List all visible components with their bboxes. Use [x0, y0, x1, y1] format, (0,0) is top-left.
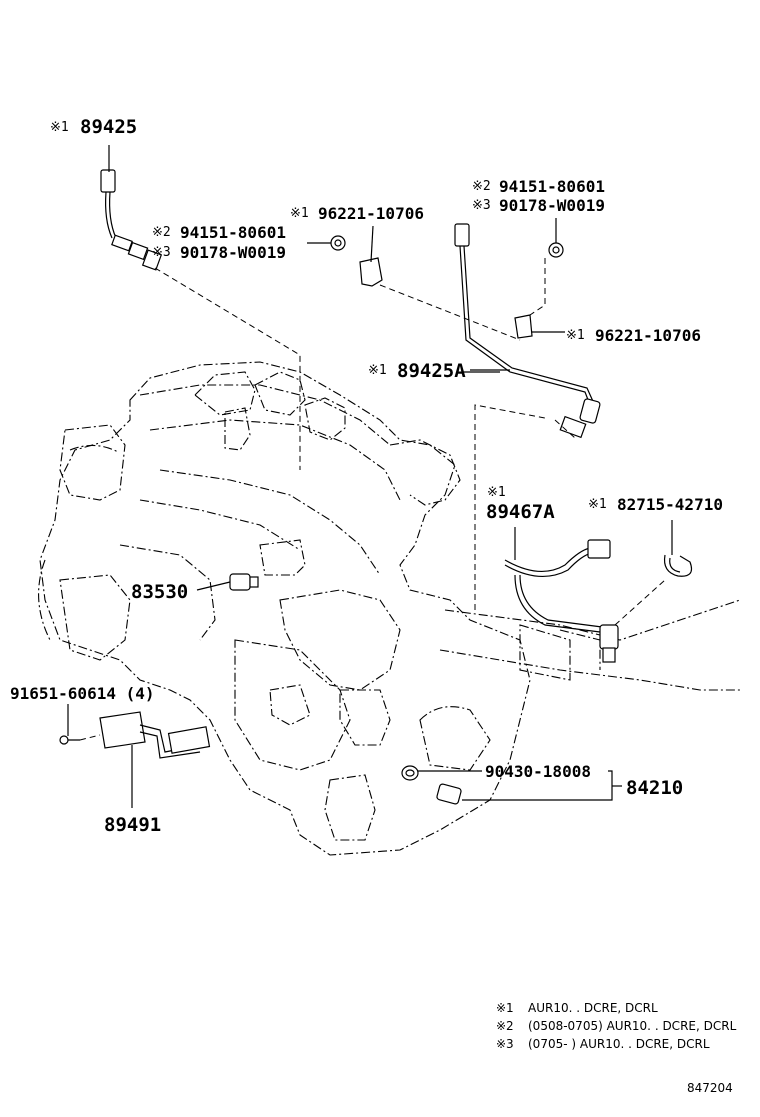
svg-text:94151-80601: 94151-80601: [499, 177, 605, 196]
label-90178-left: ※3 90178-W0019: [152, 243, 286, 262]
applicability-notes: ※1 AUR10. . DCRE, DCRL ※2 (0508-0705) AU…: [496, 1001, 737, 1051]
nut-and-bracket-right: [514, 218, 565, 339]
svg-text:※1: ※1: [496, 1001, 514, 1015]
svg-text:89425A: 89425A: [397, 360, 466, 382]
clamp-82715: [663, 520, 693, 577]
svg-text:※1: ※1: [50, 120, 69, 135]
label-96221-left: ※1 96221-10706: [290, 204, 424, 223]
svg-text:※3: ※3: [472, 198, 491, 213]
svg-text:90178-W0019: 90178-W0019: [180, 243, 286, 262]
svg-text:※1: ※1: [566, 328, 585, 343]
part-labels: ※1 89425 ※2 94151-80601 ※3 90178-W0019 ※…: [10, 116, 723, 836]
svg-text:89425: 89425: [80, 116, 137, 138]
svg-text:91651-60614 (4): 91651-60614 (4): [10, 684, 155, 703]
svg-text:※1: ※1: [588, 497, 607, 512]
svg-text:※2: ※2: [496, 1019, 514, 1033]
label-84210: 84210: [626, 777, 683, 799]
oil-pressure-switch-83530: [196, 573, 259, 591]
svg-text:(0705- ) AUR10. . DCRE,: (0705- ) AUR10. . DCRE, DCRL: [528, 1037, 710, 1051]
svg-text:※3: ※3: [496, 1037, 514, 1051]
note-3: ※3 (0705- ) AUR10. . DCRE, DCRL: [496, 1037, 710, 1051]
note-2: ※2 (0508-0705) AUR10. . DCRE, DCRL: [496, 1019, 737, 1033]
oxygen-sensor-89425: [100, 145, 301, 470]
svg-text:83530: 83530: [131, 581, 188, 603]
svg-text:89467A: 89467A: [486, 501, 555, 523]
engine-outline: [38, 361, 741, 856]
label-82715: ※1 82715-42710: [588, 495, 723, 514]
svg-text:※1: ※1: [290, 206, 309, 221]
svg-text:90430-18008: 90430-18008: [485, 762, 591, 781]
svg-text:AUR10. . DCRE, DCRL: AUR10. . DCRE, DCRL: [528, 1001, 658, 1015]
svg-text:94151-80601: 94151-80601: [180, 223, 286, 242]
label-90178-right: ※3 90178-W0019: [472, 196, 605, 215]
label-89467A: ※1 89467A: [486, 485, 555, 523]
note-1: ※1 AUR10. . DCRE, DCRL: [496, 1001, 658, 1015]
svg-text:※2: ※2: [152, 225, 171, 240]
air-fuel-sensor-89467A: [504, 527, 666, 663]
oxygen-sensor-89425A: [454, 223, 601, 439]
svg-text:※2: ※2: [472, 179, 491, 194]
svg-text:(0508-0705) AUR10. . DCRE, DCR: (0508-0705) AUR10. . DCRE, DCRL: [528, 1019, 737, 1033]
crank-sensor-89491: [59, 704, 211, 808]
label-89425: ※1 89425: [50, 116, 137, 138]
svg-text:※3: ※3: [152, 245, 171, 260]
label-89425A: ※1 89425A: [368, 360, 466, 382]
figure-code: 847204: [687, 1081, 733, 1095]
label-90430: 90430-18008: [485, 762, 591, 781]
svg-text:82715-42710: 82715-42710: [617, 495, 723, 514]
label-94151-left: ※2 94151-80601: [152, 223, 286, 242]
knock-sensor-84210: [401, 765, 622, 805]
label-94151-right: ※2 94151-80601: [472, 177, 605, 196]
svg-text:89491: 89491: [104, 814, 161, 836]
nut-and-bracket-left: [307, 225, 521, 341]
svg-text:96221-10706: 96221-10706: [318, 204, 424, 223]
svg-text:※1: ※1: [368, 363, 387, 378]
label-89491: 89491: [104, 814, 161, 836]
label-96221-right: ※1 96221-10706: [566, 326, 701, 345]
svg-text:90178-W0019: 90178-W0019: [499, 196, 605, 215]
svg-text:84210: 84210: [626, 777, 683, 799]
label-91651: 91651-60614 (4): [10, 684, 155, 703]
svg-text:※1: ※1: [487, 485, 506, 500]
label-83530: 83530: [131, 581, 188, 603]
svg-text:96221-10706: 96221-10706: [595, 326, 701, 345]
